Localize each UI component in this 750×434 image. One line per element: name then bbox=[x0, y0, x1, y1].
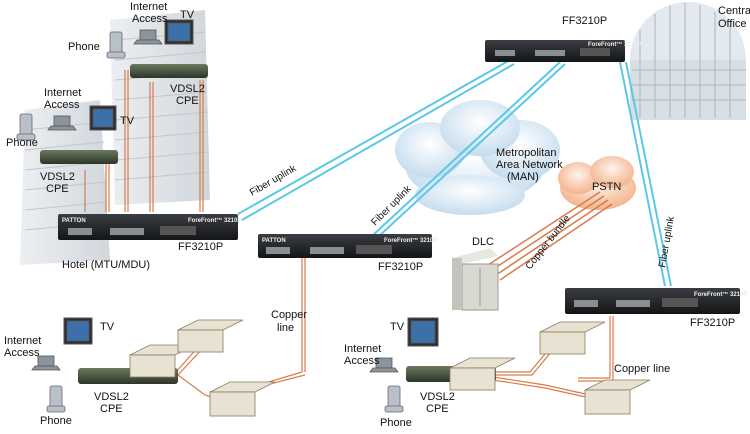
vdsl2-label-line1: VDSL2 bbox=[420, 391, 455, 403]
phone-label: Phone bbox=[6, 137, 38, 149]
copper-bundle-label: Copper bundle bbox=[524, 213, 573, 272]
ff3210p-device-mid: PATTON ForeFront™ 3210P bbox=[258, 234, 437, 258]
internet-access-label-line2: Access bbox=[132, 13, 168, 25]
copper-line-label-line1: Copper bbox=[271, 309, 307, 321]
pstn-cloud bbox=[558, 156, 636, 210]
internet-access-label-line1: Internet bbox=[130, 1, 167, 13]
tv-icon bbox=[63, 317, 93, 345]
device-brand-label: ForeFront™ 3210P bbox=[588, 41, 641, 48]
ff3210p-hotel-label: FF3210P bbox=[178, 241, 223, 253]
ff3210p-device-hotel: PATTON ForeFront™ 3210P bbox=[58, 214, 241, 240]
house-icon bbox=[584, 379, 651, 415]
vdsl2-label-line1: VDSL2 bbox=[94, 391, 129, 403]
central-office-building bbox=[630, 2, 746, 120]
dlc-cabinet bbox=[452, 248, 499, 311]
internet-access-label-line1: Internet bbox=[4, 335, 41, 347]
ff3210p-right-label: FF3210P bbox=[690, 317, 735, 329]
phone-icon bbox=[46, 385, 66, 413]
vdsl2-label-line2: CPE bbox=[426, 403, 449, 415]
internet-access-label-line2: Access bbox=[4, 347, 40, 359]
house-icon bbox=[177, 319, 244, 353]
house-icon bbox=[209, 381, 276, 417]
copper-bundle-lines bbox=[487, 191, 613, 281]
device-model-label: ForeFront™ 3210P bbox=[694, 291, 747, 298]
tv-icon bbox=[89, 105, 117, 131]
vdsl2-label-line2: CPE bbox=[176, 95, 199, 107]
copper-line-label-line2: line bbox=[277, 322, 294, 334]
vdsl2-cpe-device bbox=[40, 150, 118, 164]
vdsl2-label-line2: CPE bbox=[46, 183, 69, 195]
device-model-label: ForeFront™ 3210P bbox=[384, 237, 437, 244]
phone-icon bbox=[106, 31, 126, 59]
house-icon bbox=[449, 357, 516, 391]
vdsl2-label-line2: CPE bbox=[100, 403, 123, 415]
internet-access-label-line1: Internet bbox=[44, 87, 81, 99]
phone-label: Phone bbox=[380, 417, 412, 429]
phone-label: Phone bbox=[40, 415, 72, 427]
metro-label-line3: (MAN) bbox=[507, 171, 539, 183]
ff3210p-mid-label: FF3210P bbox=[378, 261, 423, 273]
phone-label: Phone bbox=[68, 41, 100, 53]
hotel-label: Hotel (MTU/MDU) bbox=[62, 259, 150, 271]
laptop-icon bbox=[31, 355, 61, 371]
house-icon bbox=[129, 344, 196, 378]
metro-label-line1: Metropolitan bbox=[496, 147, 557, 159]
tv-label: TV bbox=[180, 9, 195, 21]
ff3210p-top-label: FF3210P bbox=[562, 15, 607, 27]
metro-label-line2: Area Network bbox=[496, 159, 563, 171]
tv-icon bbox=[407, 317, 439, 347]
device-brand-label: PATTON bbox=[262, 238, 286, 244]
laptop-icon bbox=[369, 357, 399, 373]
internet-access-label-line2: Access bbox=[344, 355, 380, 367]
fiber-uplink-label-mid: Fiber uplink bbox=[369, 183, 414, 228]
vdsl2-label-line1: VDSL2 bbox=[40, 171, 75, 183]
tv-label: TV bbox=[100, 321, 115, 333]
dlc-label: DLC bbox=[472, 236, 494, 248]
internet-access-label-line1: Internet bbox=[344, 343, 381, 355]
vdsl2-cpe-device bbox=[130, 64, 208, 78]
ff3210p-device-top: ForeFront™ 3210P bbox=[485, 40, 641, 62]
fiber-uplink-label-right: Fiber uplink bbox=[657, 215, 677, 269]
central-office-label-line2: Office bbox=[718, 18, 747, 30]
phone-icon bbox=[384, 385, 404, 413]
tv-label: TV bbox=[120, 115, 135, 127]
laptop-icon bbox=[47, 115, 77, 131]
central-office-label-line1: Central bbox=[718, 5, 750, 17]
ff3210p-device-right: ForeFront™ 3210P bbox=[565, 288, 747, 314]
copper-line-label-right: Copper line bbox=[614, 363, 670, 375]
pstn-label: PSTN bbox=[592, 181, 621, 193]
phone-icon bbox=[16, 113, 36, 141]
device-model-label: ForeFront™ 3210P bbox=[188, 217, 241, 224]
man-cloud bbox=[395, 100, 560, 215]
tv-icon bbox=[164, 19, 194, 45]
house-icon bbox=[539, 321, 606, 355]
internet-access-label-line2: Access bbox=[44, 99, 80, 111]
tv-label: TV bbox=[390, 321, 405, 333]
laptop-icon bbox=[133, 29, 163, 45]
device-brand-label: PATTON bbox=[62, 218, 86, 224]
vdsl2-label-line1: VDSL2 bbox=[170, 83, 205, 95]
fiber-links bbox=[237, 59, 672, 287]
